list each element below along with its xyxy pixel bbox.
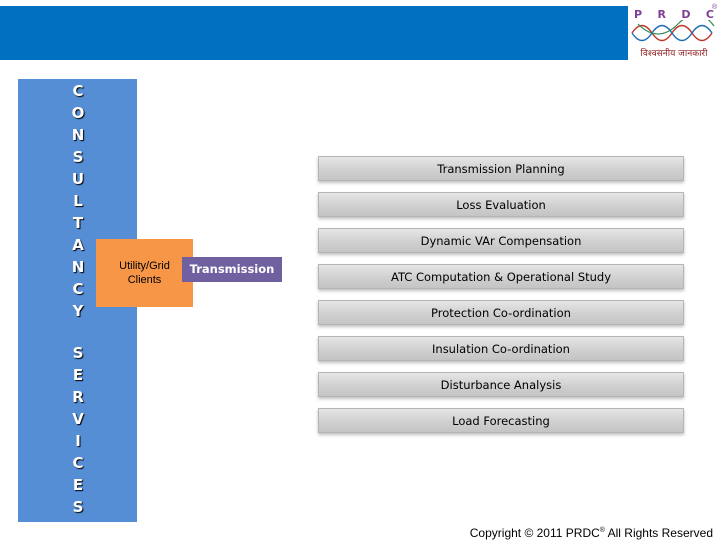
logo-tagline: विश्वसनीय जानकारी bbox=[640, 49, 708, 59]
service-box: Dynamic VAr Compensation bbox=[318, 228, 684, 253]
sidebar-letter: Y bbox=[72, 302, 84, 320]
sidebar-letter: S bbox=[72, 148, 84, 166]
service-box: Transmission Planning bbox=[318, 156, 684, 181]
logo-letters: P R D C bbox=[634, 8, 714, 21]
utility-grid-clients-box: Utility/Grid Clients bbox=[96, 239, 193, 307]
sidebar-letter: S bbox=[72, 498, 84, 516]
sidebar-letter: S bbox=[72, 344, 84, 362]
copyright-suffix: All Rights Reserved bbox=[604, 526, 713, 540]
service-box: Disturbance Analysis bbox=[318, 372, 684, 397]
logo-letter-r: R bbox=[657, 8, 666, 21]
sidebar-letter: C bbox=[72, 280, 84, 298]
copyright-registered-mark: ® bbox=[599, 527, 605, 534]
header-bar bbox=[0, 6, 628, 60]
sidebar-letter: I bbox=[75, 432, 81, 450]
sidebar-letter: A bbox=[72, 236, 84, 254]
sidebar-letter: U bbox=[71, 170, 85, 188]
logo-letter-c: C bbox=[705, 8, 714, 21]
sidebar-letter: V bbox=[72, 410, 84, 428]
sidebar-letter: R bbox=[72, 388, 84, 406]
prdc-logo: P R D C ® विश्वसनीय जानकारी bbox=[630, 2, 718, 62]
copyright-prefix: Copyright © 2011 PRDC bbox=[469, 526, 600, 540]
sidebar-letter: N bbox=[71, 126, 85, 144]
service-box: Loss Evaluation bbox=[318, 192, 684, 217]
service-box: Load Forecasting bbox=[318, 408, 684, 433]
clients-line-1: Utility/Grid bbox=[119, 260, 170, 272]
service-box: Protection Co-ordination bbox=[318, 300, 684, 325]
logo-letter-p: P bbox=[634, 8, 643, 21]
sidebar-letter: E bbox=[72, 476, 84, 494]
clients-line-2: Clients bbox=[127, 274, 162, 286]
copyright-notice: Copyright © 2011 PRDC® All Rights Reserv… bbox=[470, 526, 713, 540]
logo-registered-mark: ® bbox=[712, 4, 718, 11]
sidebar-letter: C bbox=[72, 454, 84, 472]
transmission-box: Transmission bbox=[182, 257, 282, 282]
service-box: ATC Computation & Operational Study bbox=[318, 264, 684, 289]
sidebar-letter: C bbox=[72, 82, 84, 100]
logo-wave-icon bbox=[631, 20, 715, 42]
sidebar-letter: T bbox=[72, 214, 84, 232]
sidebar-letter: L bbox=[73, 192, 83, 210]
sidebar-letter: E bbox=[72, 366, 84, 384]
sidebar-word-consultancy: C O N S U L T A N C Y bbox=[58, 80, 98, 322]
sidebar-letter: N bbox=[71, 258, 85, 276]
sidebar-word-services: S E R V I C E S bbox=[58, 342, 98, 518]
logo-letter-d: D bbox=[681, 8, 691, 21]
sidebar-letter: O bbox=[71, 104, 85, 122]
service-box: Insulation Co-ordination bbox=[318, 336, 684, 361]
